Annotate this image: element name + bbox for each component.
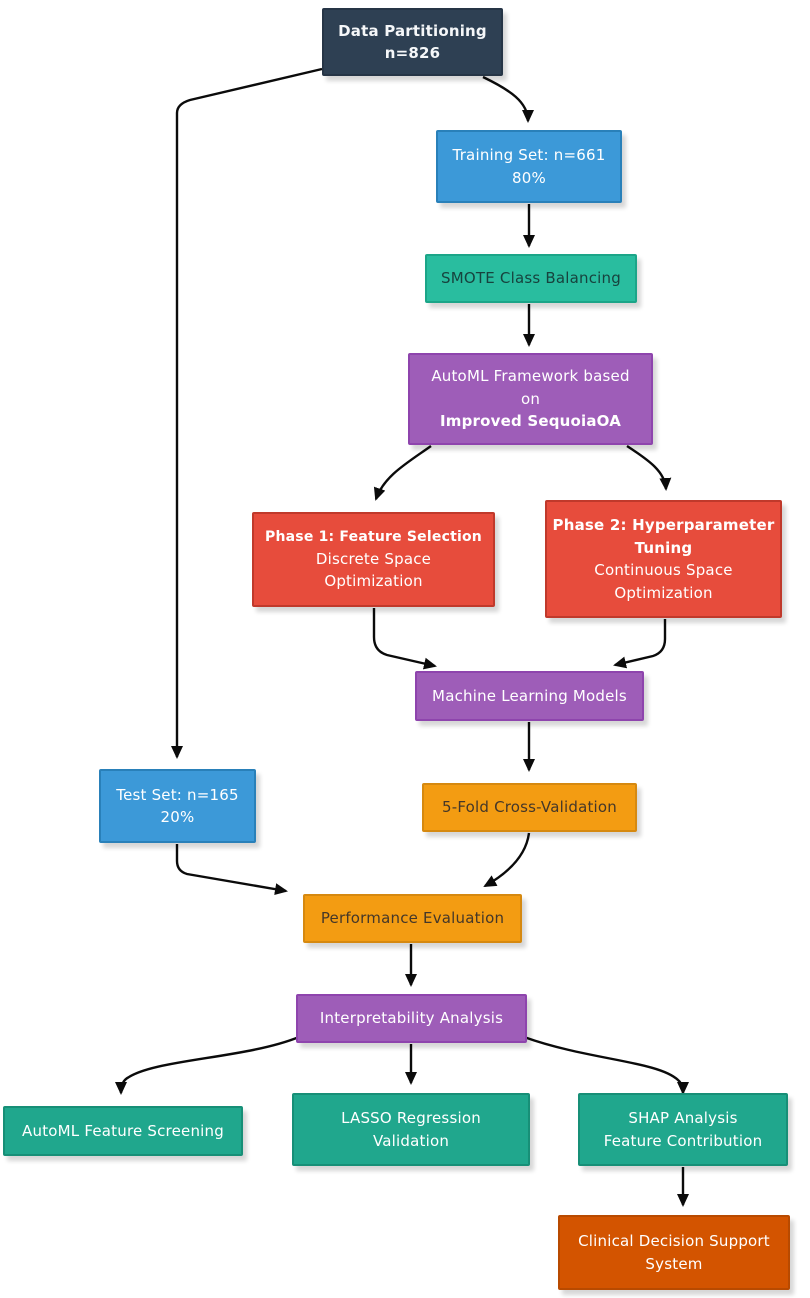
node-automl-feature-screening: AutoML Feature Screening [3, 1106, 243, 1156]
node-performance-evaluation: Performance Evaluation [303, 894, 522, 943]
node-label: Phase 2: Hyperparameter [552, 516, 775, 534]
node-training-set: Training Set: n=661 80% [436, 130, 622, 203]
node-test-set: Test Set: n=165 20% [99, 769, 256, 843]
node-sublabel: Optimization [324, 572, 423, 590]
node-phase1-feature-selection: Phase 1: Feature Selection Discrete Spac… [252, 512, 495, 607]
node-label: 5-Fold Cross-Validation [441, 798, 617, 817]
node-five-fold-cross-validation: 5-Fold Cross-Validation [422, 783, 637, 832]
node-label: Training Set: n=661 [452, 146, 606, 164]
node-interpretability-analysis: Interpretability Analysis [296, 994, 527, 1043]
node-label: SMOTE Class Balancing [441, 269, 621, 288]
arrow-phase2-to-ml-models [613, 619, 667, 669]
node-label: LASSO Regression [341, 1109, 481, 1127]
node-sublabel: Improved SequoiaOA [439, 412, 622, 431]
node-label: Clinical Decision Support [578, 1232, 770, 1250]
node-smote-class-balancing: SMOTE Class Balancing [425, 254, 637, 303]
node-label: Machine Learning Models [432, 686, 627, 705]
arrow-interpretability-to-shap [523, 1035, 689, 1095]
arrow-automl-to-phase1 [373, 445, 432, 501]
node-phase2-hyperparameter-tuning: Phase 2: Hyperparameter Tuning Continuou… [545, 500, 782, 618]
arrow-five-fold-cv-to-performance-evaluation [483, 832, 531, 888]
node-sublabel: 80% [512, 168, 546, 187]
node-sublabel: Continuous Space [594, 561, 733, 579]
node-sublabel: Optimization [614, 583, 713, 602]
node-sublabel: Discrete Space [315, 549, 432, 568]
node-shap-analysis: SHAP Analysis Feature Contribution [578, 1093, 788, 1166]
arrow-data-partitioning-to-training-set [482, 75, 534, 123]
node-sublabel: n=826 [384, 44, 441, 62]
arrow-interpretability-to-automl-screening [115, 1035, 300, 1095]
node-label: SHAP Analysis [628, 1109, 738, 1127]
node-label: AutoML Feature Screening [22, 1121, 224, 1140]
node-lasso-regression-validation: LASSO Regression Validation [292, 1093, 530, 1166]
node-label: Data Partitioning [338, 21, 487, 40]
node-sublabel: Validation [372, 1131, 450, 1150]
node-label: AutoML Framework based [431, 367, 630, 386]
node-label: Interpretability Analysis [319, 1009, 504, 1028]
node-sublabel: 20% [160, 808, 195, 826]
node-sublabel: System [645, 1254, 703, 1273]
node-data-partitioning: Data Partitioning n=826 [322, 8, 503, 76]
node-label: on [520, 389, 541, 408]
node-label: Test Set: n=165 [116, 785, 239, 804]
arrow-phase1-to-ml-models [372, 608, 437, 670]
node-sublabel: Feature Contribution [603, 1131, 763, 1150]
node-machine-learning-models: Machine Learning Models [415, 671, 644, 721]
node-label: Performance Evaluation [320, 909, 505, 928]
arrow-test-set-to-performance-evaluation [175, 844, 288, 896]
node-label: Phase 1: Feature Selection [265, 528, 482, 545]
node-clinical-decision-support-system: Clinical Decision Support System [558, 1215, 790, 1290]
node-label: Tuning [634, 538, 693, 557]
arrow-automl-to-phase2 [626, 444, 672, 491]
node-automl-framework: AutoML Framework based on Improved Sequo… [408, 353, 653, 445]
arrow-data-partitioning-to-test-set [171, 67, 323, 759]
